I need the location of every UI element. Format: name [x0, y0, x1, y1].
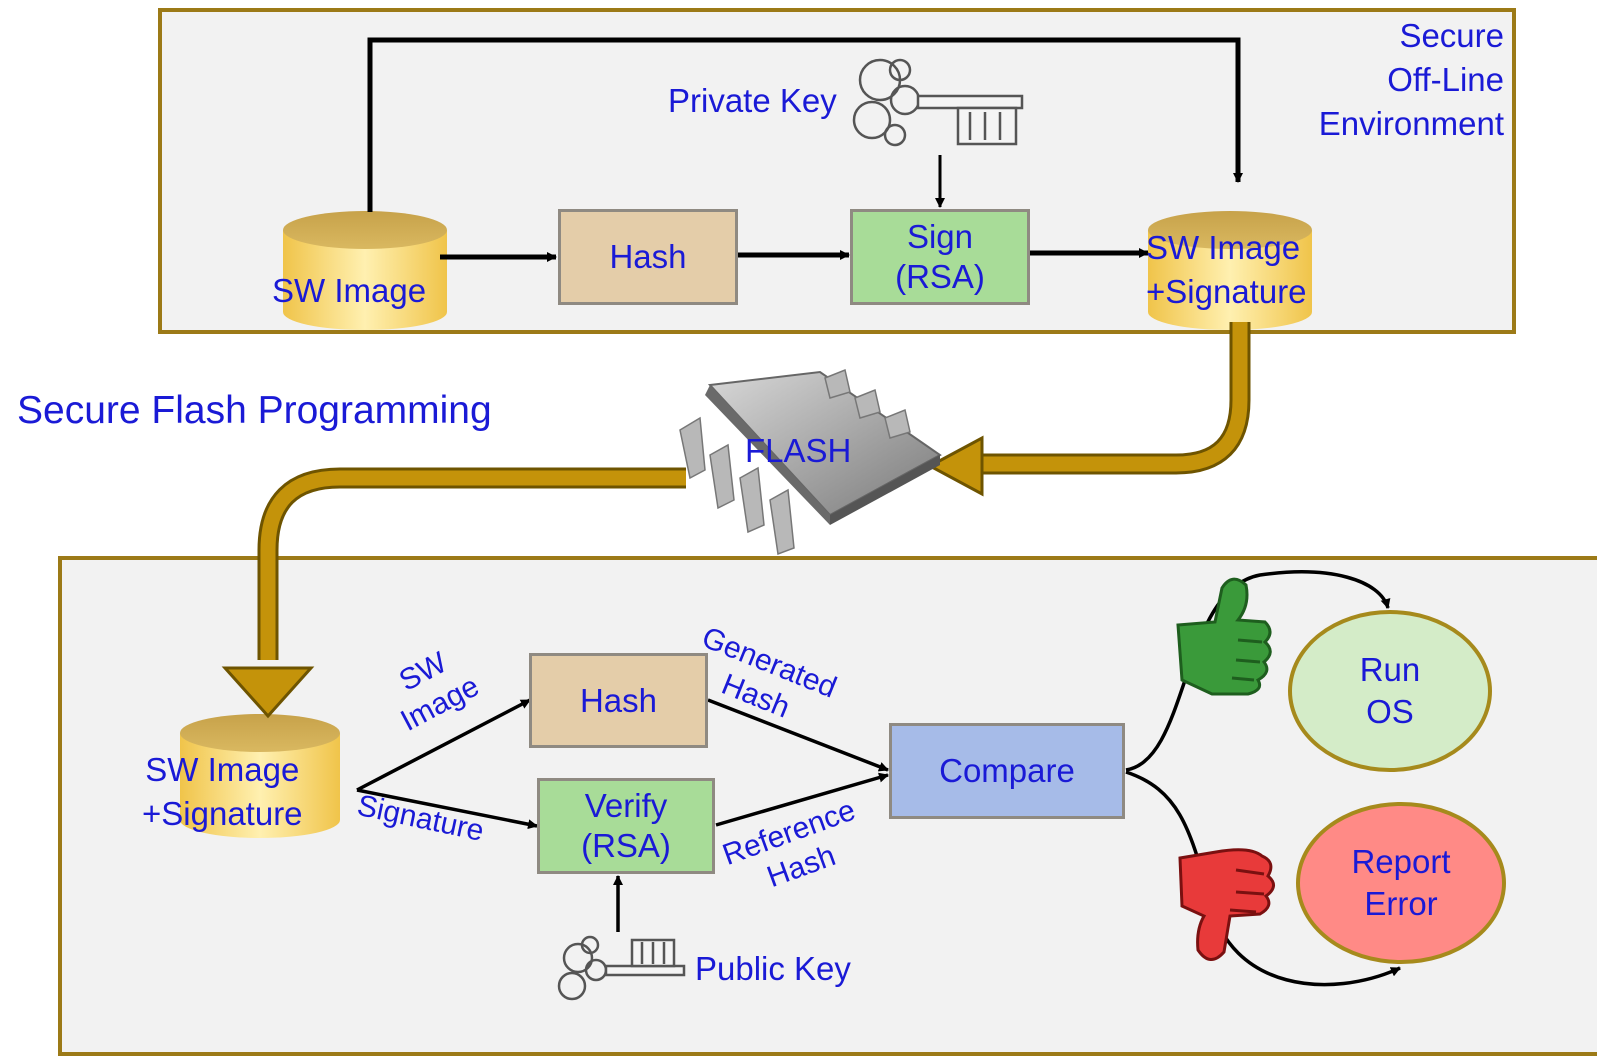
thumbs-down-icon — [1178, 848, 1275, 961]
verify-rsa-box: Verify (RSA) — [537, 778, 715, 874]
report-error-ellipse: Report Error — [1296, 802, 1506, 964]
environment-label: Secure Off-Line Environment — [1318, 17, 1504, 142]
connectors-layer — [180, 37, 1401, 1001]
hash-box: Hash — [529, 653, 708, 748]
public-key-label: Public Key — [695, 950, 851, 987]
thumbs-up-icon — [1176, 577, 1272, 696]
database-icon — [1148, 211, 1312, 330]
hash-box: Hash — [558, 209, 738, 305]
chip-icon — [679, 368, 942, 556]
key-icon — [852, 58, 1024, 147]
database-icon — [180, 714, 340, 838]
top-connectors — [367, 37, 1243, 262]
sw-image-signature-label: SW Image +Signature — [142, 751, 303, 832]
compare-box: Compare — [889, 723, 1125, 819]
sign-rsa-box: Sign (RSA) — [850, 209, 1030, 305]
sw-image-label: SW Image — [272, 272, 427, 309]
sw-image-signature-label: SW Image +Signature — [1146, 229, 1307, 310]
gold-arrow-to-flash — [926, 322, 1251, 497]
section-title: Secure Flash Programming — [17, 389, 492, 432]
database-icon — [283, 211, 447, 330]
diagram: Secure Off-Line Environment Private Key … — [17, 8, 1597, 1056]
key-icon — [557, 935, 686, 1001]
private-key-label: Private Key — [668, 82, 837, 119]
flash-label: FLASH — [745, 432, 852, 469]
run-os-ellipse: Run OS — [1288, 610, 1492, 772]
gold-arrow-from-flash — [221, 467, 686, 719]
